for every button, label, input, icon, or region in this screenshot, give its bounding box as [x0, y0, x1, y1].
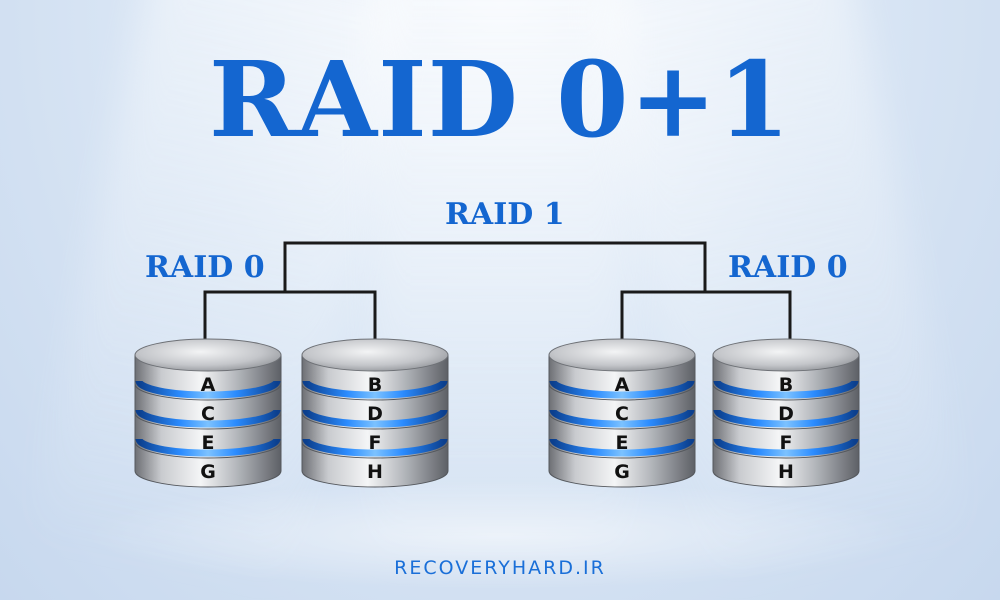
- disk-letter: A: [615, 374, 630, 396]
- connectors: [203, 241, 792, 350]
- raid0-left-label: RAID 0: [145, 250, 265, 285]
- disk-top-cap: [134, 338, 282, 372]
- disk-letter: A: [201, 374, 216, 396]
- disk-top-cap: [548, 338, 696, 372]
- disk-top-cap: [712, 338, 860, 372]
- page-title: RAID 0+1: [208, 38, 792, 161]
- raid1-label: RAID 1: [445, 197, 565, 232]
- disk-letter: H: [778, 461, 794, 483]
- disk-letter: F: [369, 432, 382, 454]
- floor-glow: [80, 480, 920, 590]
- website-footer: RECOVERYHARD.IR: [394, 557, 606, 579]
- raid0-left-connector: [203, 290, 377, 350]
- disk-letter: B: [779, 374, 793, 396]
- disk-letter: B: [368, 374, 382, 396]
- disk-letter: C: [201, 403, 215, 425]
- disk-letter: G: [614, 461, 630, 483]
- raid0-right-label: RAID 0: [728, 250, 848, 285]
- disk-letter: H: [367, 461, 383, 483]
- disk-letter: E: [202, 432, 215, 454]
- disk-letter: D: [778, 403, 794, 425]
- disk-letter: G: [200, 461, 216, 483]
- disk-letter: C: [615, 403, 629, 425]
- disk-letter: E: [616, 432, 629, 454]
- disk-top-cap: [301, 338, 449, 372]
- raid0-right-connector: [620, 290, 792, 350]
- disk-letter: F: [780, 432, 793, 454]
- disk-letter: D: [367, 403, 383, 425]
- raid1-connector: [283, 241, 707, 292]
